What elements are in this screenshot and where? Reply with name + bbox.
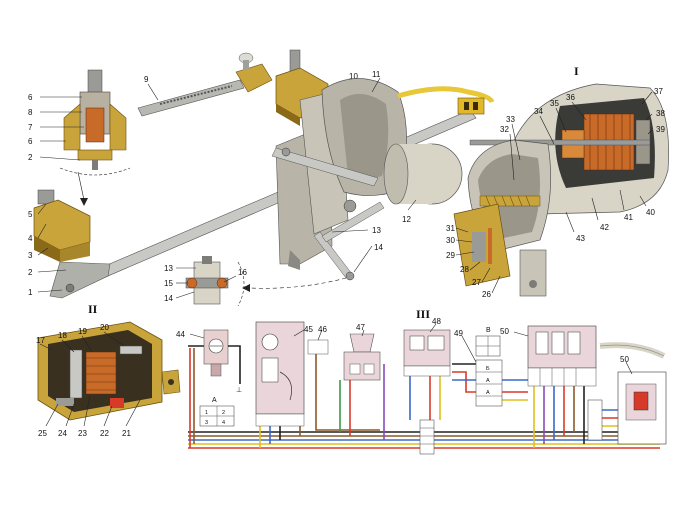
callout-16: 16 (238, 268, 247, 277)
callout-14: 14 (374, 243, 383, 252)
callout-6b: 6 (28, 137, 33, 146)
callout-1: 1 (28, 288, 33, 297)
callout-20: 20 (100, 323, 109, 332)
callout-7: 7 (28, 123, 33, 132)
callout-50: 50 (500, 327, 509, 336)
wiper-arm-group (137, 49, 329, 126)
callout-13: 13 (372, 226, 381, 235)
callout-3: 3 (28, 251, 33, 260)
callout-35: 35 (550, 99, 559, 108)
motor-cutaway (453, 83, 669, 297)
callout-44: 44 (176, 330, 185, 339)
callout-28: 28 (460, 265, 469, 274)
callout-41: 41 (624, 213, 633, 222)
callout-9: 9 (144, 75, 149, 84)
scheme-block-a-label: А (212, 397, 217, 404)
callout-31: 31 (446, 224, 455, 233)
callout-36: 36 (566, 93, 575, 102)
motor-assembly (271, 78, 495, 281)
scheme-term-1: 1 (205, 410, 208, 416)
callout-5: 5 (28, 210, 33, 219)
callout-22: 22 (100, 429, 109, 438)
callout-12: 12 (402, 215, 411, 224)
callout-18: 18 (58, 331, 67, 340)
relay-cutaway (37, 321, 181, 421)
callout-33: 33 (506, 115, 515, 124)
callout-45: 45 (304, 325, 313, 334)
callout-48: 48 (432, 317, 441, 326)
callout-15: 15 (164, 279, 173, 288)
callout-43: 43 (576, 234, 585, 243)
callout-4: 4 (28, 234, 33, 243)
callout-2b: 2 (28, 268, 33, 277)
callout-49: 49 (454, 329, 463, 338)
callout-27: 27 (472, 278, 481, 287)
callout-23: 23 (78, 429, 87, 438)
callout-46: 46 (318, 325, 327, 334)
callout-24: 24 (58, 429, 67, 438)
callout-34: 34 (534, 107, 543, 116)
section-label-i: I (574, 64, 579, 78)
wiring-scheme (188, 321, 667, 455)
callout-37: 37 (654, 87, 663, 96)
callout-19: 19 (78, 327, 87, 336)
callout-42: 42 (600, 223, 609, 232)
callout-39: 39 (656, 125, 665, 134)
callout-10: 10 (349, 72, 358, 81)
callout-17: 17 (36, 336, 45, 345)
callout-26: 26 (482, 290, 491, 299)
callout-25: 25 (38, 429, 47, 438)
callout-6: 6 (28, 93, 33, 102)
callouts-left: 6 8 7 6 2 5 4 3 2 1 (28, 93, 84, 297)
scheme-ground-symbol: ⊥ (236, 387, 242, 394)
scheme-term-a2: А (486, 390, 490, 396)
callout-50b: 50 (620, 355, 629, 364)
callout-38: 38 (656, 109, 665, 118)
callout-21: 21 (122, 429, 131, 438)
section-label-iii: III (416, 307, 430, 321)
section-label-ii: II (88, 302, 98, 316)
scheme-term-a1: А (486, 378, 490, 384)
callout-13b: 13 (164, 264, 173, 273)
scheme-term-2: 2 (222, 410, 225, 416)
callout-40: 40 (646, 208, 655, 217)
callout-2: 2 (28, 153, 33, 162)
callout-11: 11 (372, 70, 381, 79)
pivot-detail (185, 256, 245, 307)
callout-14b: 14 (164, 294, 173, 303)
callout-30: 30 (446, 236, 455, 245)
scheme-term-b: Б (486, 366, 490, 372)
callout-29: 29 (446, 251, 455, 260)
callout-47: 47 (356, 323, 365, 332)
callout-8: 8 (28, 108, 33, 117)
scheme-term-3: 3 (205, 420, 208, 426)
scheme-block-v-label: В (486, 327, 491, 334)
callout-32: 32 (500, 125, 509, 134)
scheme-term-4: 4 (222, 420, 225, 426)
